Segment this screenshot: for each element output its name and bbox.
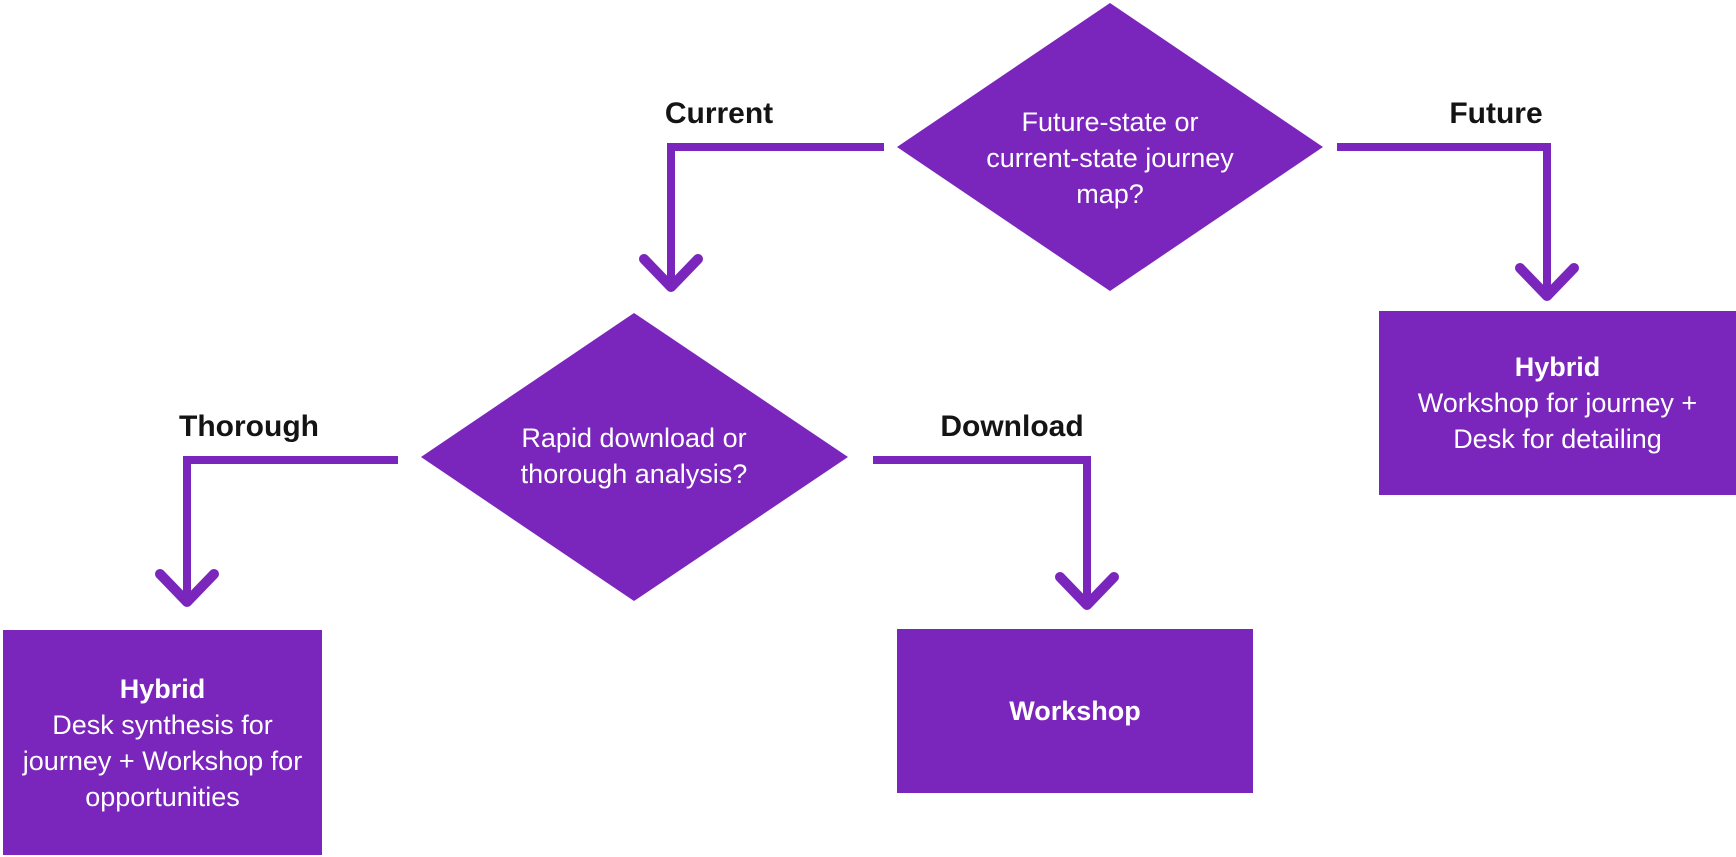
arrow-thorough-line [183, 456, 398, 596]
outcome-thorough-description: Desk synthesis for journey + Workshop fo… [22, 709, 303, 812]
decision2-diamond [421, 313, 848, 601]
arrow-current-line [667, 143, 884, 281]
outcome-future-title: Hybrid [1514, 352, 1601, 382]
arrow-future-head-icon [1515, 263, 1579, 301]
arrow-thorough-head-icon [155, 569, 219, 607]
outcome-future-box [1379, 311, 1736, 495]
arrow-download-head-icon [1055, 572, 1119, 610]
branch-label-download: Download [940, 410, 1084, 443]
decision2-question: Rapid download or thorough analysis? [520, 423, 748, 489]
outcome-future-description: Workshop for journey + Desk for detailin… [1417, 388, 1698, 454]
arrow-future-line [1337, 143, 1551, 290]
branch-label-future: Future [1449, 97, 1543, 130]
outcome-download-box [897, 629, 1253, 793]
outcome-future-text: Hybrid Workshop for journey + Desk for d… [1379, 311, 1736, 495]
arrow-current-head-icon [639, 254, 703, 292]
decision1-diamond [897, 3, 1323, 291]
outcome-download-text: Workshop [897, 629, 1253, 793]
branch-label-thorough: Thorough [179, 410, 319, 443]
arrow-download-line [873, 456, 1091, 598]
outcome-thorough-text: Hybrid Desk synthesis for journey + Work… [3, 630, 322, 855]
outcome-download-title: Workshop [1009, 696, 1141, 726]
decision1-question: Future-state or current-state journey ma… [986, 107, 1234, 209]
outcome-thorough-title: Hybrid [119, 673, 206, 704]
outcome-thorough-box [3, 630, 322, 855]
branch-label-current: Current [664, 97, 774, 130]
